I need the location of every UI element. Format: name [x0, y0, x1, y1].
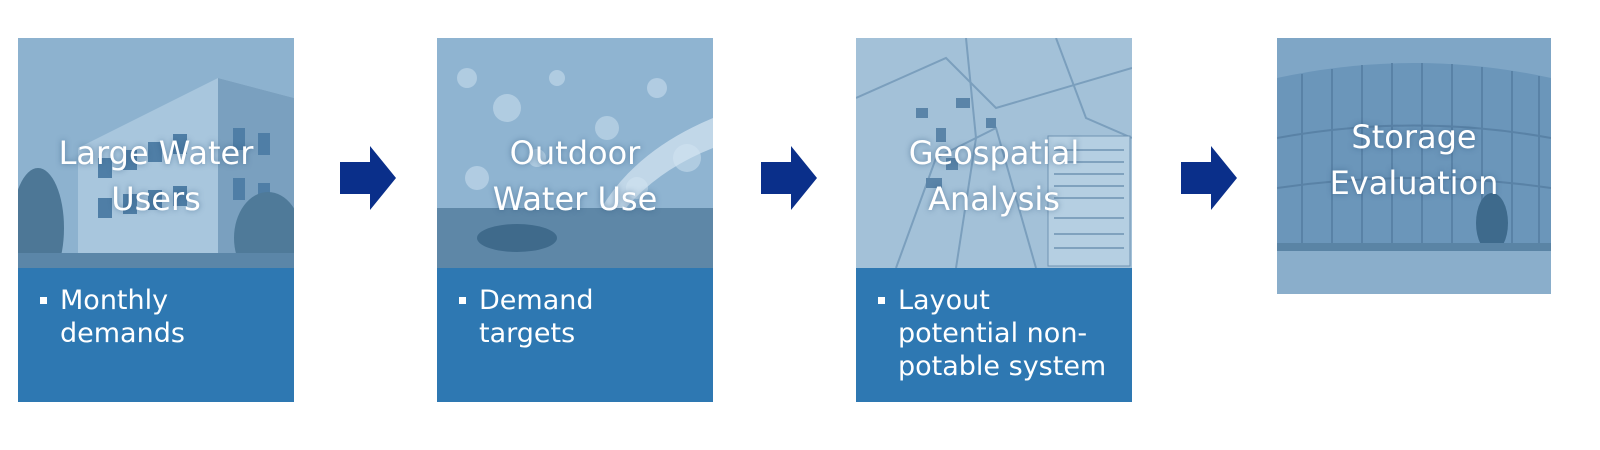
step-card-outdoor-water-use: Outdoor Water Use Demand targets — [437, 38, 713, 402]
bullet-text: Layout potential non- potable system — [898, 285, 1107, 382]
step-title: Large Water Users — [58, 134, 254, 218]
sprinkler-photo: Outdoor Water Use — [437, 38, 713, 268]
storage-tank-photo: Storage Evaluation — [1277, 38, 1551, 294]
step-card-geospatial-analysis: Geospatial Analysis Layout potential non… — [856, 38, 1132, 402]
bullet-icon — [878, 297, 885, 304]
right-arrow-icon — [761, 146, 817, 210]
step-card-large-water-users: Large Water Users Monthly demands — [18, 38, 294, 402]
bullet-item: Monthly demands — [40, 284, 280, 350]
right-arrow-icon — [1181, 146, 1237, 210]
step-title: Storage Evaluation — [1329, 118, 1499, 202]
step-details-panel: Monthly demands — [18, 268, 294, 402]
step-details-panel: Layout potential non- potable system — [856, 268, 1132, 402]
step-card-storage-evaluation: Storage Evaluation — [1277, 38, 1551, 294]
bullet-text: Demand targets — [479, 285, 594, 349]
building-photo: Large Water Users — [18, 38, 294, 268]
bullet-text: Monthly demands — [60, 285, 185, 349]
bullet-item: Layout potential non- potable system — [878, 284, 1118, 383]
bullet-icon — [40, 297, 47, 304]
step-title: Geospatial Analysis — [908, 134, 1080, 218]
right-arrow-icon — [340, 146, 396, 210]
bullet-item: Demand targets — [459, 284, 699, 350]
step-details-panel: Demand targets — [437, 268, 713, 402]
map-photo: Geospatial Analysis — [856, 38, 1132, 268]
bullet-icon — [459, 297, 466, 304]
step-title: Outdoor Water Use — [492, 134, 658, 218]
